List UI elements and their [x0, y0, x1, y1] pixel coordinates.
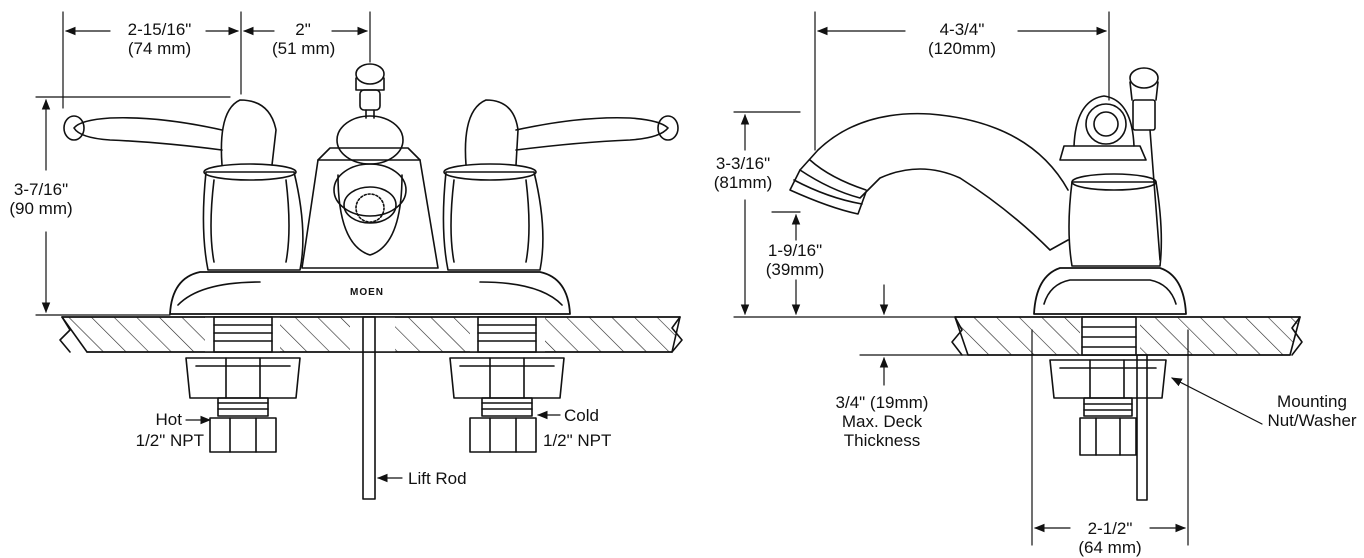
- side-dimensions: [733, 11, 1263, 546]
- cold-label: Cold: [564, 406, 599, 425]
- mounting-nut-label: Mounting Nut/Washer: [1262, 392, 1362, 430]
- lift-rod-label: Lift Rod: [408, 469, 467, 488]
- dim-height-imperial: 3-7/16": [13, 180, 69, 199]
- deck-thickness-label: 3/4" (19mm) Max. Deck Thickness: [812, 393, 952, 450]
- side-view: [733, 11, 1303, 546]
- dim-clearance-label: 1-9/16" (39mm): [752, 241, 838, 279]
- front-base: [169, 271, 571, 315]
- side-body: [1059, 67, 1163, 267]
- dim-clearance-imperial: 1-9/16": [767, 241, 823, 260]
- side-shank: [1049, 316, 1167, 501]
- dim-center-label: 2" (51 mm): [272, 20, 336, 58]
- hot-npt-label: 1/2" NPT: [135, 431, 204, 450]
- front-left-shank: [185, 316, 301, 453]
- front-left-handle: [63, 99, 304, 271]
- dim-handle-spread-imperial: 2-15/16": [127, 20, 192, 39]
- dim-clearance-metric: (39mm): [765, 260, 825, 279]
- dim-height-label: 3-7/16" (90 mm): [0, 180, 82, 218]
- brand-logo: MOEN: [350, 287, 384, 298]
- dim-reach-imperial: 4-3/4": [939, 20, 985, 39]
- mounting-nut-line2: Nut/Washer: [1267, 411, 1357, 430]
- dim-shank-metric: (64 mm): [1078, 538, 1142, 557]
- front-deck: [59, 316, 683, 353]
- deck-thickness-value: 3/4" (19mm): [835, 393, 929, 412]
- hot-label-name: Hot: [155, 410, 182, 429]
- deck-thickness-line2: Max. Deck: [841, 412, 923, 431]
- dim-handle-spread-metric: (74 mm): [127, 39, 192, 58]
- front-right-handle: [442, 99, 679, 271]
- hot-label: Hot: [118, 410, 182, 429]
- dim-shank-imperial: 2-1/2": [1087, 519, 1133, 538]
- dim-spout-height-metric: (81mm): [713, 173, 773, 192]
- dim-spout-height-imperial: 3-3/16": [715, 154, 771, 173]
- front-lift-rod: [362, 316, 376, 500]
- front-spout: [301, 63, 439, 269]
- side-base: [1033, 267, 1187, 315]
- dim-reach-label: 4-3/4" (120mm): [910, 20, 1014, 58]
- dim-center-imperial: 2": [295, 20, 311, 39]
- dim-spout-height-label: 3-3/16" (81mm): [700, 154, 786, 192]
- front-dimensions: [35, 11, 561, 483]
- dim-reach-metric: (120mm): [927, 39, 996, 58]
- cold-npt-label: 1/2" NPT: [543, 431, 612, 450]
- side-spout: [789, 112, 1069, 251]
- deck-thickness-line3: Thickness: [843, 431, 921, 450]
- dim-height-metric: (90 mm): [9, 199, 73, 218]
- mounting-nut-line1: Mounting: [1277, 392, 1347, 411]
- front-view: [35, 11, 683, 500]
- front-right-shank: [449, 316, 565, 453]
- side-deck: [951, 316, 1303, 356]
- dim-shank-label: 2-1/2" (64 mm): [1068, 519, 1152, 557]
- dim-handle-spread-label: 2-15/16" (74 mm): [112, 20, 207, 58]
- dim-center-metric: (51 mm): [272, 39, 336, 58]
